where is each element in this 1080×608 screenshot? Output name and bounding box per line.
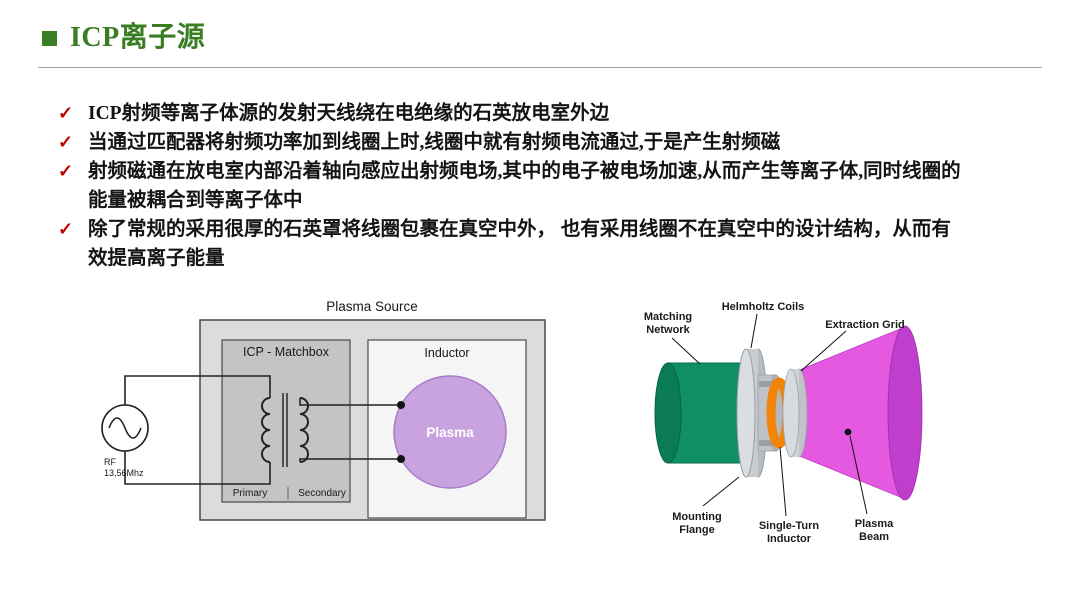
- plasma-beam-label: Plasma: [855, 518, 894, 530]
- bullet-text: ICP射频等离子体源的发射天线绕在电绝缘的石英放电室外边: [88, 103, 610, 124]
- matchbox-label: ICP - Matchbox: [243, 345, 330, 359]
- ion-source-3d-diagram: Matching Network Helmholtz Coils Extract…: [644, 301, 923, 545]
- check-icon: ✓: [58, 103, 74, 123]
- bullet-text: 除了常规的采用很厚的石英罩将线圈包裹在真空中外， 也有采用线圈不在真空中的设计结…: [88, 219, 951, 269]
- rf-frequency-label: 13,56Mhz: [104, 468, 144, 478]
- plasma-beam-label: Beam: [859, 531, 889, 543]
- plasma-label: Plasma: [426, 425, 474, 440]
- bullet-item: ✓ 除了常规的采用很厚的石英罩将线圈包裹在真空中外， 也有采用线圈不在真空中的设…: [58, 215, 966, 273]
- single-turn-inductor-label: Single-Turn: [759, 520, 820, 532]
- helmholtz-coils-label: Helmholtz Coils: [722, 301, 805, 313]
- matching-network-cylinder: [654, 362, 747, 464]
- check-icon: ✓: [58, 161, 74, 181]
- extraction-grid-label: Extraction Grid: [825, 319, 904, 331]
- extraction-grid-ring: [782, 368, 808, 458]
- bullet-item: ✓ 射频磁通在放电室内部沿着轴向感应出射频电场,其中的电子被电场加速,从而产生等…: [58, 157, 966, 215]
- mounting-flange-label: Mounting: [672, 511, 721, 523]
- bullet-item: ✓ ICP射频等离子体源的发射天线绕在电绝缘的石英放电室外边: [58, 99, 966, 128]
- plasma-beam-cone: [796, 325, 923, 501]
- plasma-source-title: Plasma Source: [326, 299, 418, 314]
- plasma-source-diagram: Plasma Source ICP - Matchbox Inductor Pl…: [101, 299, 546, 521]
- bullet-text: 射频磁通在放电室内部沿着轴向感应出射频电场,其中的电子被电场加速,从而产生等离子…: [88, 161, 961, 211]
- header-divider: [38, 67, 1042, 68]
- check-icon: ✓: [58, 132, 74, 152]
- connection-dot-bottom: [397, 455, 405, 463]
- mounting-flange-label: Flange: [679, 524, 714, 536]
- rf-source-icon: [101, 404, 149, 452]
- bullet-text: 当通过匹配器将射频功率加到线圈上时,线圈中就有射频电流通过,于是产生射频磁: [88, 132, 781, 153]
- matching-network-label: Matching: [644, 311, 692, 323]
- title-bullet-icon: [42, 31, 57, 46]
- primary-label: Primary: [233, 488, 267, 499]
- connection-dot-top: [397, 401, 405, 409]
- page-title: ICP离子源: [70, 22, 206, 53]
- plasma-circle: [393, 375, 507, 489]
- matchbox-box: [221, 339, 351, 503]
- bullet-list: ✓ ICP射频等离子体源的发射天线绕在电绝缘的石英放电室外边 ✓ 当通过匹配器将…: [58, 99, 966, 273]
- callout-lines: [671, 313, 868, 517]
- beam-anchor-dot: [844, 428, 852, 436]
- single-turn-inductor-label: Inductor: [767, 533, 812, 545]
- secondary-label: Secondary: [298, 488, 346, 499]
- bullet-item: ✓ 当通过匹配器将射频功率加到线圈上时,线圈中就有射频电流通过,于是产生射频磁: [58, 128, 966, 157]
- matching-network-label: Network: [646, 324, 690, 336]
- inductor-label: Inductor: [424, 346, 469, 360]
- transformer-icon: [261, 393, 309, 467]
- check-icon: ✓: [58, 219, 74, 239]
- rf-label: RF: [104, 457, 116, 467]
